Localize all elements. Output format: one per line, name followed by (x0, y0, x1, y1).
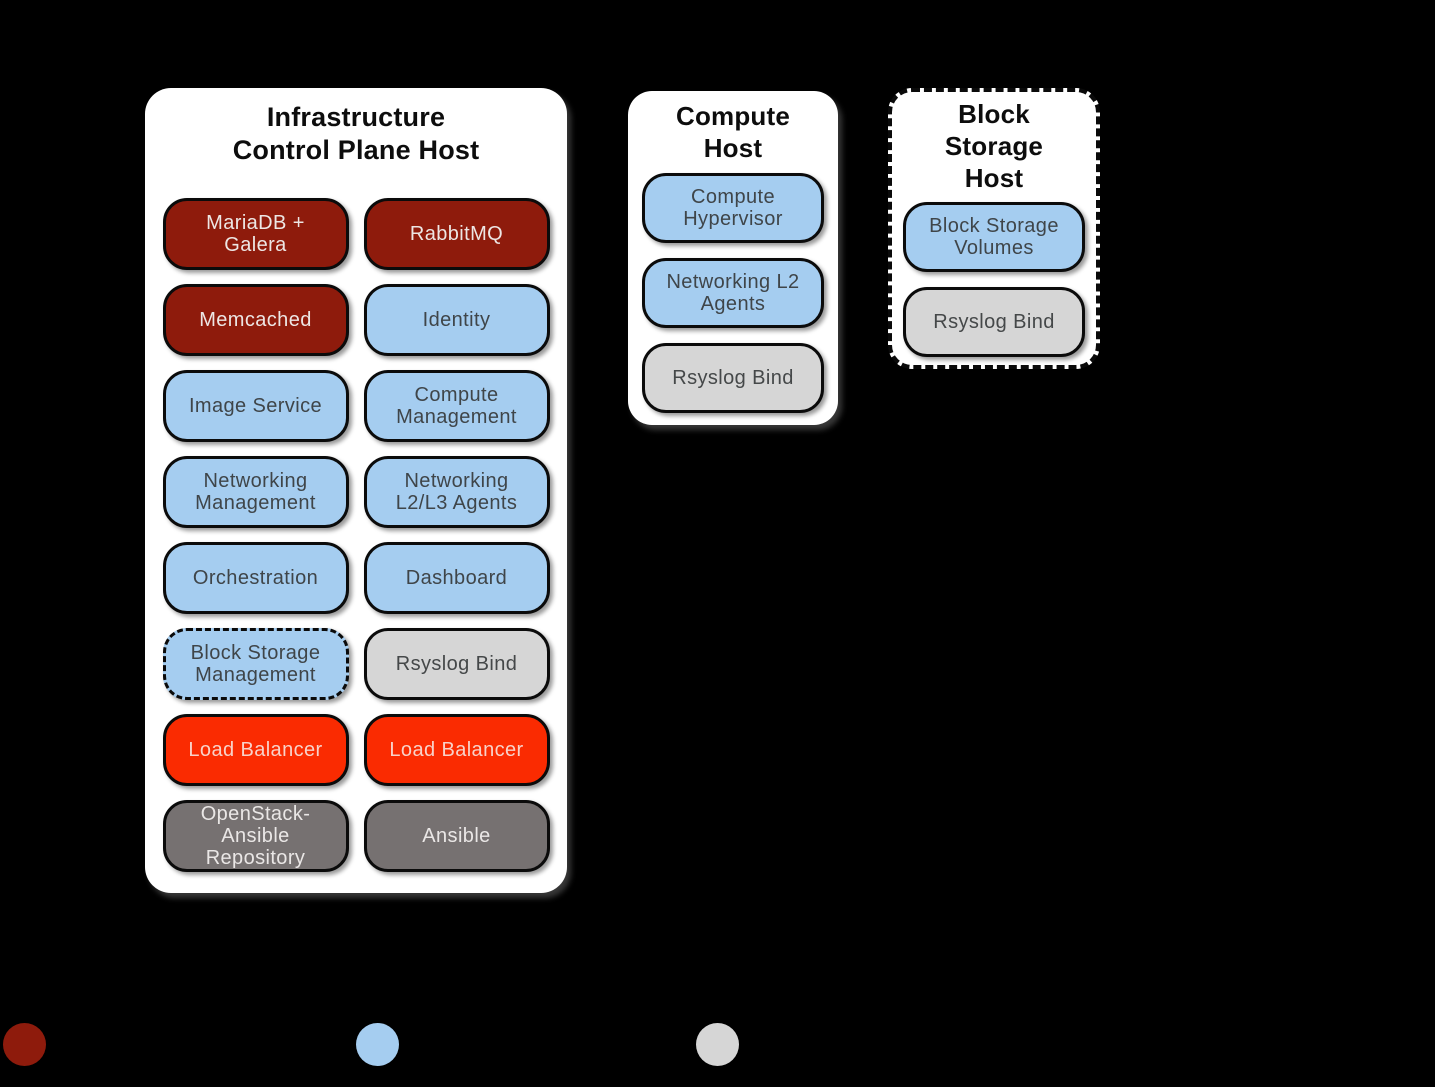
service-pill: Dashboard (363, 542, 550, 614)
legend-dot-3 (696, 1023, 739, 1066)
service-pill: Rsyslog Bind (363, 628, 550, 700)
service-pill: RabbitMQ (363, 198, 550, 270)
service-pill: Image Service (162, 370, 349, 442)
service-pill: Load Balancer (162, 714, 349, 786)
service-pill: Identity (363, 284, 550, 356)
service-pill: Compute Management (363, 370, 550, 442)
legend-dot-1 (3, 1023, 46, 1066)
service-pill: Rsyslog Bind (642, 343, 824, 413)
legend (0, 1023, 1435, 1066)
service-pill: Block Storage Volumes (903, 202, 1085, 272)
service-pill: Networking Management (162, 456, 349, 528)
service-pill: Compute Hypervisor (642, 173, 824, 243)
host-title-line: Compute (675, 101, 791, 131)
service-pill: Memcached (162, 284, 349, 356)
service-pill: Block Storage Management (162, 628, 349, 700)
host-title-line: Host (703, 133, 763, 163)
service-pill: Networking L2/L3 Agents (363, 456, 550, 528)
service-pill: Networking L2 Agents (642, 258, 824, 328)
service-pill: MariaDB + Galera (162, 198, 349, 270)
host-title-line: Infrastructure (266, 102, 446, 132)
host-title-line: Control Plane Host (232, 135, 480, 165)
host-title-line: Host (964, 163, 1024, 193)
service-pill: Orchestration (162, 542, 349, 614)
legend-dot-2 (356, 1023, 399, 1066)
service-pill: Rsyslog Bind (903, 287, 1085, 357)
host-title-line: Block (958, 99, 1030, 129)
host-title-line: Storage (944, 131, 1044, 161)
service-pill: OpenStack-Ansible Repository (162, 800, 349, 872)
service-pill: Ansible (363, 800, 550, 872)
service-pill: Load Balancer (363, 714, 550, 786)
